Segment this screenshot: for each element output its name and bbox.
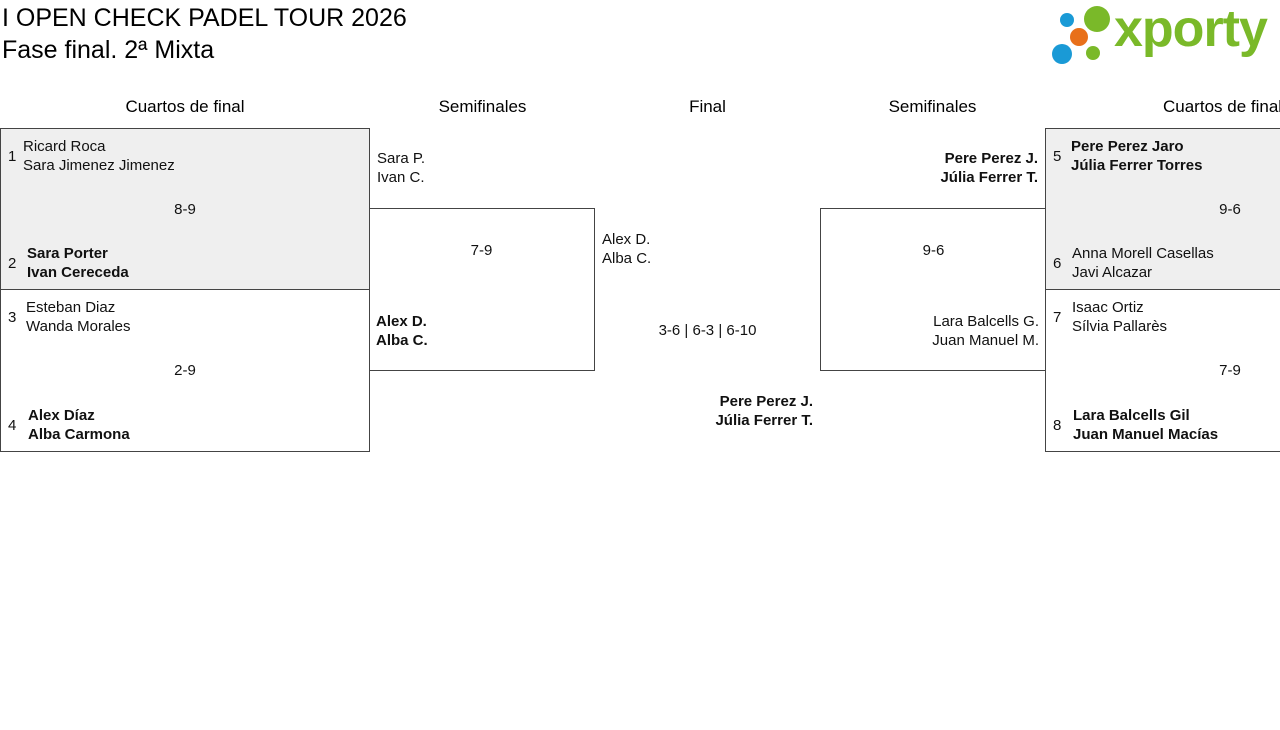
seed-number: 8 — [1053, 417, 1062, 434]
player-name: Ivan C. — [377, 169, 425, 186]
round-header-left-sf: Semifinales — [438, 97, 527, 116]
player-name: Lara Balcells G. — [933, 313, 1039, 330]
player-name: Sara Jimenez Jimenez — [23, 157, 175, 174]
player-name: Isaac Ortiz — [1072, 299, 1144, 316]
player-name: Alex D. — [376, 313, 427, 330]
right-sf-match[interactable]: 9-6 Lara Balcells G. Juan Manuel M. — [820, 208, 1046, 371]
player-name: Pere Perez J. — [719, 393, 813, 410]
player-name: Alba C. — [602, 250, 652, 267]
round-header-right-qf: Cuartos de final — [1163, 97, 1280, 116]
page-subtitle: Fase final. 2ª Mixta — [2, 36, 215, 64]
logo-dot-blue-small — [1060, 13, 1074, 27]
left-sf-match[interactable]: 7-9 Alex D. Alba C. — [369, 208, 595, 371]
player-name: Ricard Roca — [23, 138, 106, 155]
final-team-top[interactable]: Alex D. Alba C. — [602, 230, 651, 268]
logo-dot-blue-large — [1052, 44, 1072, 64]
logo-dot-green-large — [1086, 46, 1100, 60]
right-sf-team-top-winner[interactable]: Pere Perez J. Júlia Ferrer T. — [820, 149, 1038, 187]
player-name: Alba C. — [376, 332, 428, 349]
left-sf-team-top[interactable]: Sara P. Ivan C. — [377, 149, 425, 187]
player-name: Alba Carmona — [28, 426, 130, 443]
player-name: Sara P. — [377, 150, 426, 167]
seed-number: 1 — [8, 148, 17, 165]
seed-number: 5 — [1053, 148, 1062, 165]
player-name: Ivan Cereceda — [27, 264, 129, 281]
player-name: Javi Alcazar — [1072, 264, 1153, 281]
player-name: Anna Morell Casellas — [1072, 245, 1214, 262]
player-name: Alex D. — [602, 231, 651, 248]
seed-number: 6 — [1053, 255, 1062, 272]
player-name: Pere Perez J. — [944, 150, 1038, 167]
player-name: Sílvia Pallarès — [1072, 318, 1168, 335]
team-bottom[interactable]: Anna Morell Casellas Javi Alcazar — [1072, 244, 1214, 282]
final-team-bottom-winner[interactable]: Pere Perez J. Júlia Ferrer T. — [600, 392, 813, 430]
player-name: Esteban Diaz — [26, 299, 116, 316]
left-qf-match-2[interactable]: 3 Esteban Diaz Wanda Morales 2-9 4 Alex … — [0, 289, 370, 452]
logo-text: xporty — [1114, 0, 1268, 58]
team-top[interactable]: Esteban Diaz Wanda Morales — [26, 298, 131, 336]
team-bottom-winner[interactable]: Sara Porter Ivan Cereceda — [27, 244, 129, 282]
team-bottom-winner[interactable]: Lara Balcells Gil Juan Manuel Macías — [1073, 406, 1218, 444]
round-header-final: Final — [689, 97, 726, 116]
player-name: Sara Porter — [27, 245, 108, 262]
seed-number: 7 — [1053, 309, 1062, 326]
final-score: 3-6 | 6-3 | 6-10 — [658, 322, 757, 339]
player-name: Júlia Ferrer T. — [940, 169, 1038, 186]
left-qf-match-1[interactable]: 1 Ricard Roca Sara Jimenez Jimenez 8-9 2… — [0, 128, 370, 290]
player-name: Juan Manuel Macías — [1073, 426, 1219, 443]
team-top-winner[interactable]: Pere Perez Jaro Júlia Ferrer Torres — [1071, 137, 1202, 175]
logo-dot-green-small — [1084, 6, 1110, 32]
match-score: 9-6 — [1219, 201, 1241, 218]
player-name: Alex Díaz — [28, 407, 95, 424]
seed-number: 3 — [8, 309, 17, 326]
left-sf-team-bottom-winner[interactable]: Alex D. Alba C. — [376, 312, 428, 350]
right-qf-match-1[interactable]: 5 Pere Perez Jaro Júlia Ferrer Torres 9-… — [1045, 128, 1280, 290]
logo-dot-orange — [1070, 28, 1088, 46]
match-score: 2-9 — [174, 362, 196, 379]
right-sf-team-bottom[interactable]: Lara Balcells G. Juan Manuel M. — [821, 312, 1039, 350]
match-score: 7-9 — [1219, 362, 1241, 379]
player-name: Júlia Ferrer T. — [715, 412, 813, 429]
right-qf-match-2[interactable]: 7 Isaac Ortiz Sílvia Pallarès 7-9 8 Lara… — [1045, 289, 1280, 452]
seed-number: 2 — [8, 255, 17, 272]
match-score: 8-9 — [174, 201, 196, 218]
round-header-left-qf: Cuartos de final — [125, 97, 245, 116]
round-header-right-sf: Semifinales — [888, 97, 977, 116]
player-name: Juan Manuel M. — [932, 332, 1039, 349]
player-name: Lara Balcells Gil — [1073, 407, 1190, 424]
player-name: Wanda Morales — [26, 318, 131, 335]
match-score: 7-9 — [470, 242, 493, 259]
seed-number: 4 — [8, 417, 17, 434]
team-top[interactable]: Isaac Ortiz Sílvia Pallarès — [1072, 298, 1167, 336]
team-bottom-winner[interactable]: Alex Díaz Alba Carmona — [28, 406, 130, 444]
team-top[interactable]: Ricard Roca Sara Jimenez Jimenez — [23, 137, 175, 175]
xporty-logo[interactable]: xporty — [1050, 0, 1276, 66]
player-name: Júlia Ferrer Torres — [1071, 157, 1203, 174]
page-title: I OPEN CHECK PADEL TOUR 2026 — [2, 4, 407, 32]
match-score: 9-6 — [922, 242, 945, 259]
player-name: Pere Perez Jaro — [1071, 138, 1184, 155]
